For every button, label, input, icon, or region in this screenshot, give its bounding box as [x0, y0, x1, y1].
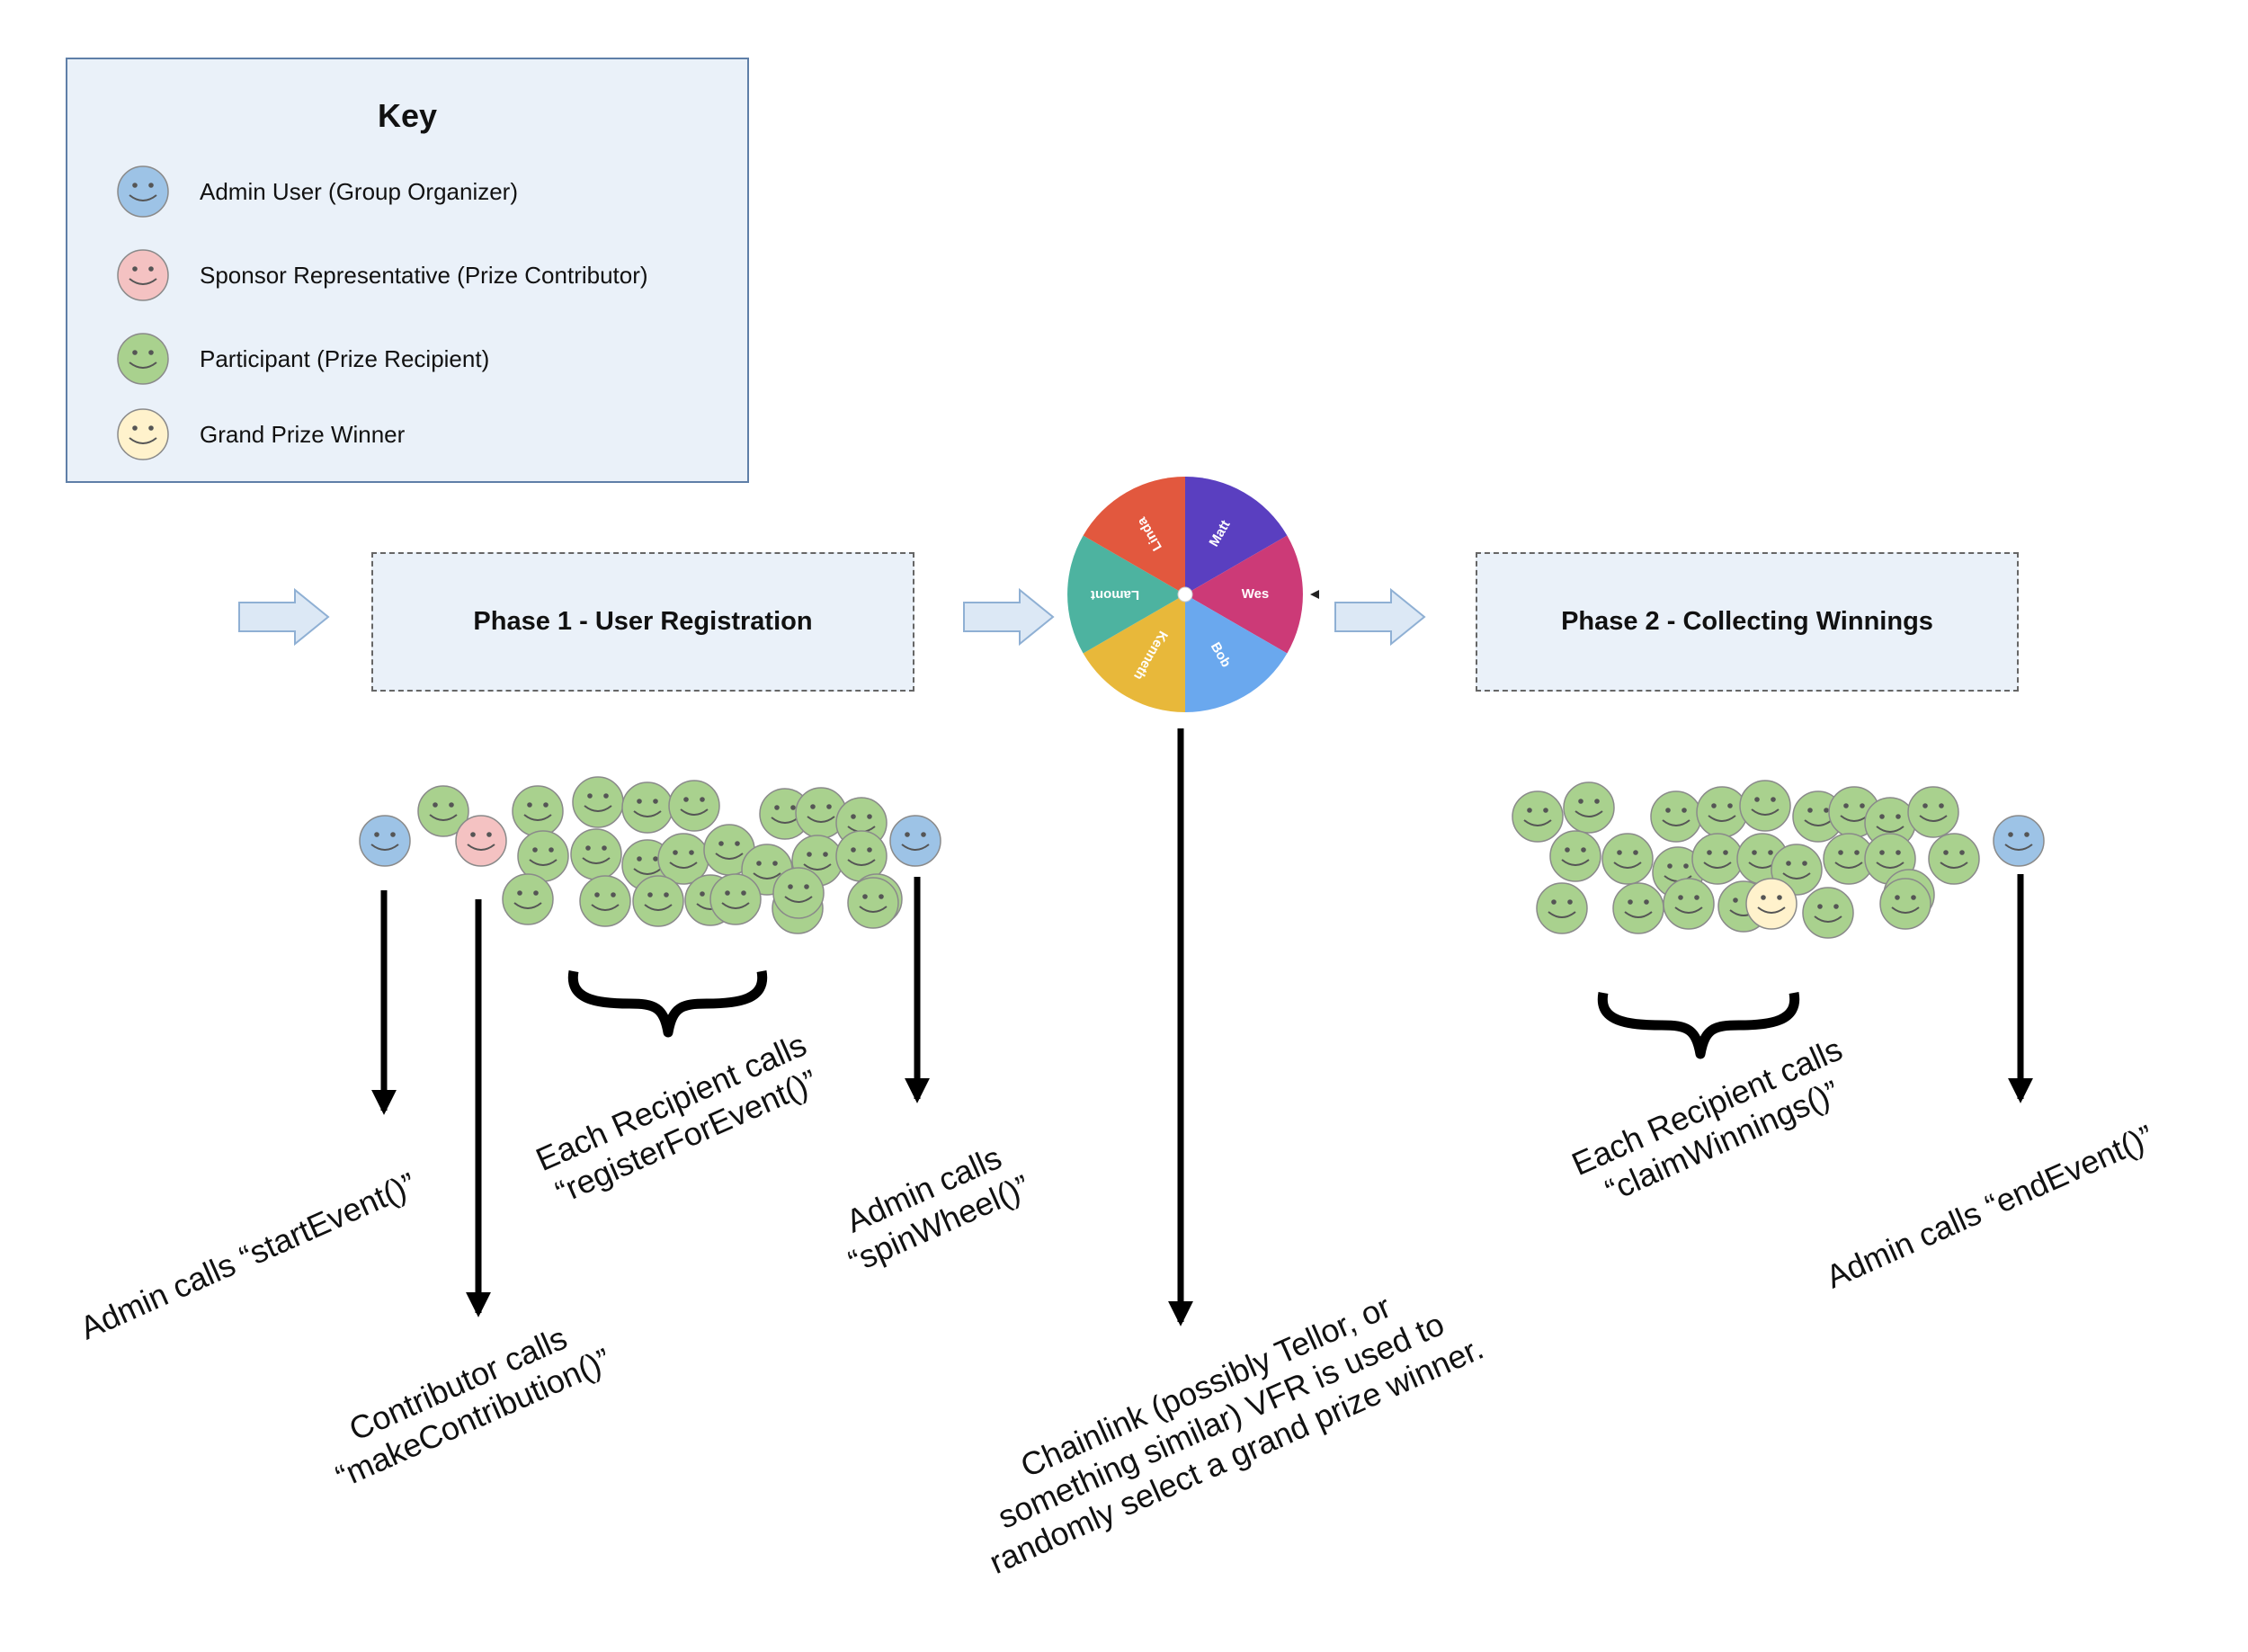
- legend-item-participant: Participant (Prize Recipient): [116, 332, 489, 386]
- phase-1-box: Phase 1 - User Registration: [371, 552, 914, 692]
- phase-2-title: Phase 2 - Collecting Winnings: [1561, 607, 1933, 636]
- sponsor-smiley: [455, 815, 507, 867]
- register-brace: [567, 969, 768, 1038]
- legend-label-participant: Participant (Prize Recipient): [200, 344, 490, 372]
- phase-1-title: Phase 1 - User Registration: [473, 607, 813, 636]
- legend-label-sponsor: Sponsor Representative (Prize Contributo…: [200, 261, 648, 289]
- wheel-hub: [1177, 586, 1193, 603]
- admin-smiley: [359, 815, 411, 867]
- phase-2-participants: [1512, 780, 2045, 939]
- legend-label-admin: Admin User (Group Organizer): [200, 177, 518, 205]
- legend-title: Key: [377, 97, 438, 134]
- wheel-name-wes: Wes: [1242, 586, 1270, 602]
- admin-smiley: [889, 815, 941, 867]
- wheel-segment-wes: [1185, 535, 1303, 654]
- phase-2-box: Phase 2 - Collecting Winnings: [1476, 552, 2019, 692]
- flow-arrow-2: [963, 587, 1055, 647]
- admin-smiley: [1993, 815, 2045, 867]
- flow-arrow-3: [1334, 587, 1426, 647]
- legend-item-admin: Admin User (Group Organizer): [116, 165, 518, 219]
- legend-label-winner: Grand Prize Winner: [200, 420, 406, 448]
- phase-1-participants: [359, 776, 941, 934]
- wheel-pointer-icon: [1310, 590, 1319, 599]
- legend-box: Key Admin User (Group Organizer) Sponsor…: [66, 58, 749, 483]
- wheel-segment-matt: [1185, 477, 1288, 594]
- wheel-segment-bob: [1185, 594, 1288, 712]
- wheel-segment-linda: [1083, 477, 1185, 594]
- wheel-segment-kenneth: [1083, 594, 1185, 712]
- wheel-segment-lamont: [1067, 535, 1185, 654]
- legend-item-winner: Grand Prize Winner: [116, 407, 405, 461]
- winner-smiley: [1745, 878, 1798, 930]
- flow-arrow-1: [238, 587, 330, 647]
- legend-item-sponsor: Sponsor Representative (Prize Contributo…: [116, 248, 648, 302]
- wheel-name-lamont: Lamont: [1091, 587, 1139, 603]
- claim-brace: [1597, 991, 1800, 1059]
